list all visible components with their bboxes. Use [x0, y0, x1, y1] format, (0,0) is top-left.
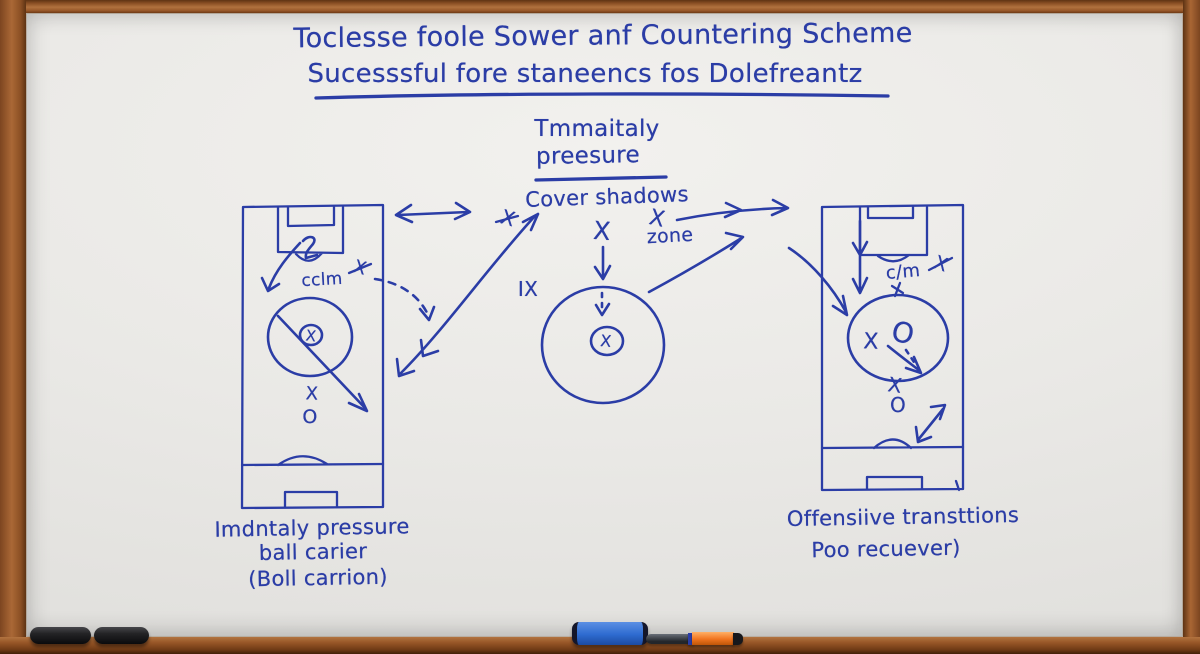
black-marker-1: [30, 627, 91, 644]
wood-frame-tray: [0, 637, 1200, 654]
orange-whiteboard-marker: [646, 631, 743, 646]
wood-frame-right: [1183, 0, 1200, 654]
marker-orange-body: [692, 632, 734, 645]
whiteboard-surface: [26, 13, 1183, 637]
marker-clip: [688, 633, 693, 645]
marker-cap: [733, 633, 743, 645]
marker-barrel: [646, 634, 690, 644]
wood-frame-left: [0, 0, 26, 654]
blue-eraser: [572, 622, 648, 645]
black-marker-2: [94, 627, 149, 644]
wood-frame-top: [0, 0, 1200, 13]
